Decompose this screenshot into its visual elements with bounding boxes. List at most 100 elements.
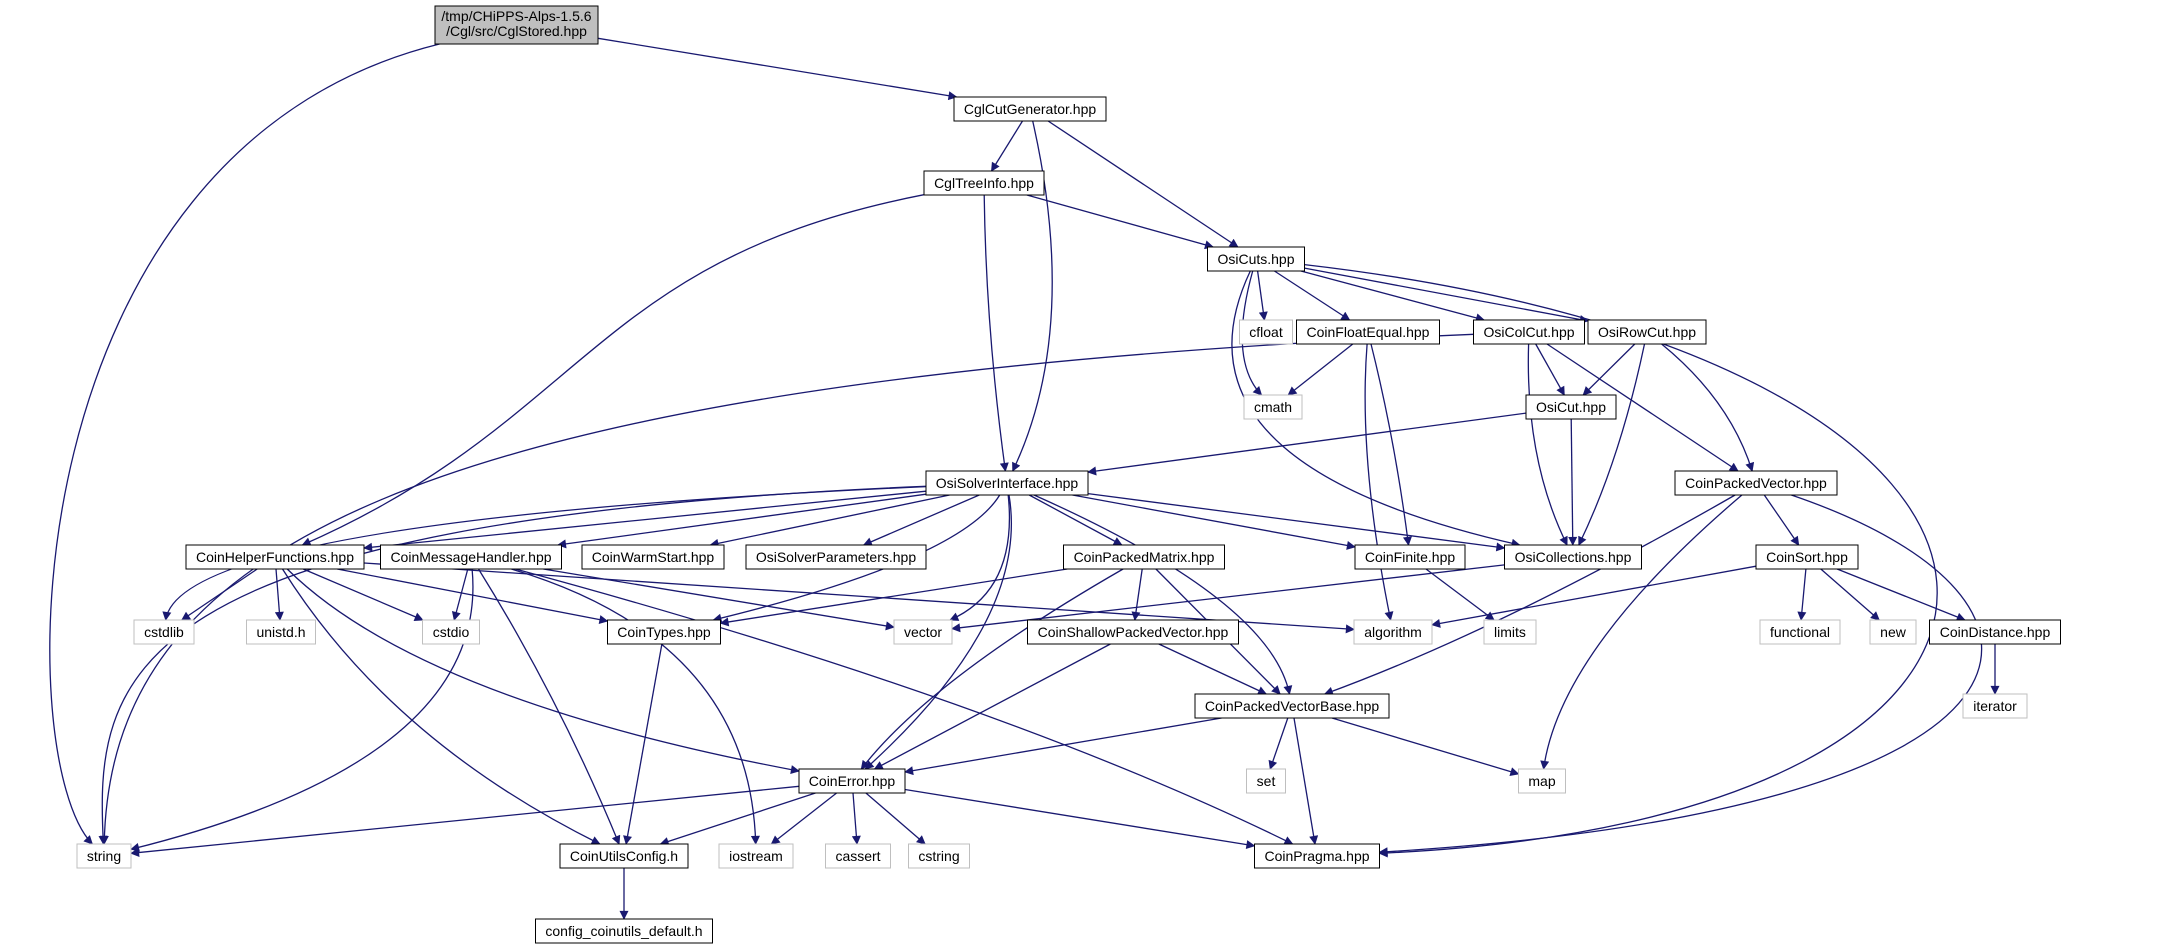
node-cgl-tree-info[interactable]: CglTreeInfo.hpp xyxy=(923,170,1045,196)
node-label: CoinHelperFunctions.hpp xyxy=(196,549,354,565)
node-coin-sort[interactable]: CoinSort.hpp xyxy=(1755,544,1859,570)
node-label: CoinDistance.hpp xyxy=(1940,624,2051,640)
node-label: CoinMessageHandler.hpp xyxy=(390,549,551,565)
node-map: map xyxy=(1518,768,1566,794)
node-unistd: unistd.h xyxy=(246,619,316,645)
edge-coin-types-to-coin-utils-config xyxy=(623,643,663,845)
edge-osi-row-cut-to-coin-packed-vector xyxy=(1661,343,1755,472)
node-coin-packed-vector[interactable]: CoinPackedVector.hpp xyxy=(1674,470,1838,496)
node-label: cmath xyxy=(1254,399,1292,415)
node-label: OsiSolverParameters.hpp xyxy=(756,549,917,565)
node-coin-packed-vector-base[interactable]: CoinPackedVectorBase.hpp xyxy=(1194,693,1390,719)
node-cgl-cut-gen[interactable]: CglCutGenerator.hpp xyxy=(953,96,1107,122)
node-coin-utils-config[interactable]: CoinUtilsConfig.h xyxy=(559,843,689,869)
edge-osi-solver-interface-to-coin-helper-functions xyxy=(363,490,927,552)
node-cstring: cstring xyxy=(908,843,970,869)
node-coin-float-equal[interactable]: CoinFloatEqual.hpp xyxy=(1296,319,1440,345)
node-osi-cuts[interactable]: OsiCuts.hpp xyxy=(1207,246,1305,272)
node-label: limits xyxy=(1494,624,1526,640)
node-label: functional xyxy=(1770,624,1830,640)
edge-coin-error-to-cassert xyxy=(851,792,861,845)
node-coin-error[interactable]: CoinError.hpp xyxy=(798,768,906,794)
root-node-cglstored[interactable]: /tmp/CHiPPS-Alps-1.5.6 /Cgl/src/CglStore… xyxy=(434,5,599,45)
edge-osi-solver-interface-to-osi-solver-parameters xyxy=(862,494,980,546)
edge-root-to-cgl-cut-gen xyxy=(597,37,958,101)
edge-coin-helper-functions-to-cstdlib xyxy=(181,568,258,621)
edge-coin-shallow-packed-vector-to-coin-packed-vector-base xyxy=(1158,643,1268,695)
node-label: cfloat xyxy=(1249,324,1283,340)
node-osi-collections[interactable]: OsiCollections.hpp xyxy=(1504,544,1642,570)
edge-coin-message-handler-to-coin-pragma xyxy=(515,568,1294,845)
node-coin-message-handler[interactable]: CoinMessageHandler.hpp xyxy=(380,544,562,570)
node-label: CoinTypes.hpp xyxy=(617,624,711,640)
edge-osi-col-cut-to-string xyxy=(99,333,1474,845)
edge-coin-packed-vector-to-coin-sort xyxy=(1763,494,1800,546)
node-osi-solver-interface[interactable]: OsiSolverInterface.hpp xyxy=(925,470,1089,496)
node-label: cstdlib xyxy=(144,624,184,640)
node-iterator: iterator xyxy=(1962,693,2028,719)
node-label: set xyxy=(1257,773,1276,789)
edge-coin-packed-vector-to-map xyxy=(1540,494,1743,770)
node-label: algorithm xyxy=(1364,624,1422,640)
node-label: unistd.h xyxy=(256,624,305,640)
edge-coin-float-equal-to-algorithm xyxy=(1364,343,1394,621)
edge-osi-cut-to-osi-collections xyxy=(1568,418,1578,546)
edge-cgl-tree-info-to-osi-cuts xyxy=(1026,194,1214,250)
edge-osi-solver-interface-to-vector xyxy=(949,494,1011,621)
edge-coin-helper-functions-to-cstdio xyxy=(302,568,424,621)
edge-coin-packed-matrix-to-coin-shallow-packed-vector xyxy=(1131,568,1143,621)
node-new: new xyxy=(1869,619,1917,645)
node-limits: limits xyxy=(1483,619,1537,645)
edge-osi-cuts-to-cfloat xyxy=(1256,270,1268,321)
edge-coin-error-to-coin-utils-config xyxy=(659,792,816,846)
edge-osi-solver-interface-to-coin-packed-matrix xyxy=(1028,494,1123,546)
node-coin-types[interactable]: CoinTypes.hpp xyxy=(607,619,721,645)
node-label: CglTreeInfo.hpp xyxy=(934,175,1034,191)
edge-osi-collections-to-vector xyxy=(951,564,1505,633)
node-coin-pragma[interactable]: CoinPragma.hpp xyxy=(1254,843,1380,869)
node-label: CoinShallowPackedVector.hpp xyxy=(1038,624,1229,640)
edge-coin-sort-to-algorithm xyxy=(1431,565,1757,628)
node-osi-row-cut[interactable]: OsiRowCut.hpp xyxy=(1587,319,1707,345)
edge-osi-cuts-to-osi-collections xyxy=(1231,270,1521,548)
node-label: OsiCollections.hpp xyxy=(1515,549,1632,565)
edge-osi-row-cut-to-osi-cut xyxy=(1582,343,1636,396)
node-coin-shallow-packed-vector[interactable]: CoinShallowPackedVector.hpp xyxy=(1027,619,1239,645)
node-label: cstdio xyxy=(433,624,470,640)
root-label-file: /Cgl/src/CglStored.hpp xyxy=(446,23,587,39)
edge-osi-solver-interface-to-osi-collections xyxy=(1087,492,1506,552)
node-cassert: cassert xyxy=(825,843,891,869)
node-coin-warm-start[interactable]: CoinWarmStart.hpp xyxy=(581,544,725,570)
node-coin-finite[interactable]: CoinFinite.hpp xyxy=(1354,544,1466,570)
node-label: CoinUtilsConfig.h xyxy=(570,848,678,864)
node-osi-solver-parameters[interactable]: OsiSolverParameters.hpp xyxy=(745,544,927,570)
node-label: cstring xyxy=(918,848,959,864)
node-cfloat: cfloat xyxy=(1239,319,1293,345)
edge-osi-cuts-to-coin-float-equal xyxy=(1274,270,1351,321)
node-label: CoinWarmStart.hpp xyxy=(592,549,715,565)
node-osi-col-cut[interactable]: OsiColCut.hpp xyxy=(1473,319,1585,345)
node-coin-helper-functions[interactable]: CoinHelperFunctions.hpp xyxy=(185,544,365,570)
node-label: OsiCuts.hpp xyxy=(1217,251,1294,267)
node-label: CoinPackedMatrix.hpp xyxy=(1074,549,1215,565)
edge-osi-solver-interface-to-coin-message-handler xyxy=(557,493,927,549)
dependency-edges xyxy=(49,37,2000,920)
node-label: CoinPackedVectorBase.hpp xyxy=(1205,698,1380,714)
node-label: CoinSort.hpp xyxy=(1766,549,1848,565)
node-label: CoinPragma.hpp xyxy=(1264,848,1369,864)
edge-coin-error-to-coin-pragma xyxy=(904,788,1256,850)
node-coin-packed-matrix[interactable]: CoinPackedMatrix.hpp xyxy=(1063,544,1225,570)
node-label: CoinPackedVector.hpp xyxy=(1685,475,1827,491)
node-coin-distance[interactable]: CoinDistance.hpp xyxy=(1929,619,2061,645)
edge-osi-solver-interface-to-coin-error xyxy=(864,494,1013,770)
edge-coin-sort-to-new xyxy=(1820,568,1880,621)
edge-coin-message-handler-to-string xyxy=(130,568,474,852)
node-osi-cut[interactable]: OsiCut.hpp xyxy=(1525,394,1617,420)
edge-coin-error-to-string xyxy=(130,785,800,857)
node-label: CoinFloatEqual.hpp xyxy=(1307,324,1430,340)
node-label: OsiCut.hpp xyxy=(1536,399,1606,415)
node-config-coinutils-default[interactable]: config_coinutils_default.h xyxy=(535,918,713,944)
edge-coin-packed-vector-base-to-coin-pragma xyxy=(1293,717,1319,845)
edge-osi-cuts-to-osi-col-cut xyxy=(1300,270,1485,323)
edge-osi-solver-interface-to-string xyxy=(98,485,927,845)
